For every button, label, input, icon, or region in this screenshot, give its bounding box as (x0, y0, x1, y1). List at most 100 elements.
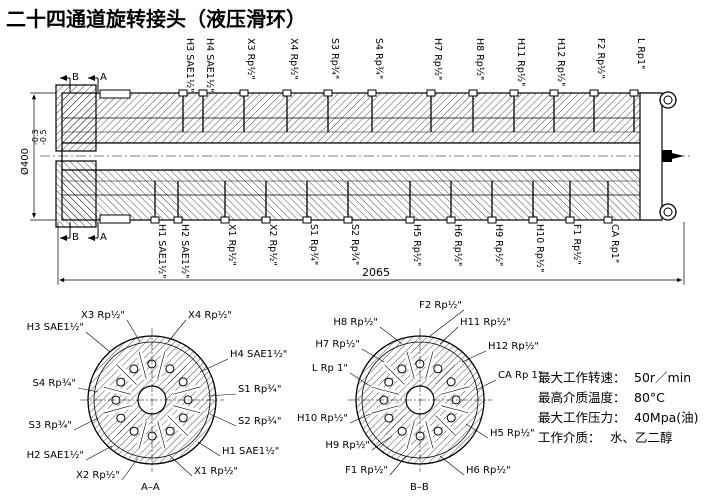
section-label: X3 Rp½" (81, 309, 125, 321)
spec-label: 工作介质： (538, 430, 601, 445)
top-port-label: S4 Rp¾" (373, 38, 384, 79)
channel-hole (384, 377, 394, 387)
port-fitting (239, 89, 249, 97)
port-fitting (405, 216, 415, 224)
leader-line (73, 417, 99, 431)
longitudinal-section (40, 84, 690, 228)
channel-line (173, 386, 201, 395)
leader-line (209, 413, 237, 427)
spec-value: 80°C (634, 390, 665, 405)
channel-hole (433, 364, 443, 374)
port-fitting (302, 216, 312, 224)
spec-value: 水、乙二醇 (610, 430, 673, 445)
spec-value: 50r／min (634, 370, 691, 385)
channel-line (167, 364, 188, 385)
leader-line (197, 441, 221, 457)
section-label: S4 Rp¾" (33, 378, 76, 389)
section-label: H6 Rp½" (466, 464, 511, 476)
section-a-label-bottom: A (100, 232, 107, 243)
section-aa-labels: X3 Rp½"X4 Rp½"H3 SAE1½"H4 SAE1½"S4 Rp¾"S… (27, 309, 288, 481)
channel-hole (446, 413, 456, 423)
leader-line (349, 413, 371, 424)
top-port-label: H4 SAE1½" (204, 38, 215, 93)
channel-line (157, 351, 166, 379)
port-fitting (323, 89, 333, 97)
section-label: F2 Rp½" (419, 299, 462, 311)
channel-line (406, 351, 415, 379)
top-port-label: S3 Rp¾" (329, 38, 340, 79)
leader-line (361, 348, 385, 363)
section-marker-a-bottom: A (88, 222, 107, 243)
section-label: H1 SAE1½" (222, 445, 279, 457)
bottom-port-label: S2 Rp¾" (349, 224, 360, 265)
length-dimension: 2065 (57, 222, 685, 285)
channel-hole (178, 377, 188, 387)
spec-value: 40Mpa(油) (634, 410, 699, 425)
leader-line (126, 319, 141, 343)
port-fitting (150, 216, 160, 224)
bottom-port-label: H6 Rp½" (452, 224, 463, 266)
port-fitting (446, 216, 456, 224)
bottom-port-label: X2 Rp½" (267, 224, 278, 266)
leader-line (439, 455, 465, 476)
section-label: CA Rp 1" (498, 370, 542, 381)
diameter-dimension: Ø400 -0.3 -0.5 (19, 92, 56, 221)
section-label: S2 Rp¾" (238, 416, 281, 427)
bottom-port-label: H9 Rp½" (493, 224, 504, 266)
port-fitting (261, 216, 271, 224)
channel-line (425, 351, 434, 379)
section-label: H7 Rp½" (315, 338, 360, 350)
section-label: H10 Rp½" (297, 412, 348, 424)
channel-hole (129, 364, 139, 374)
leader-line (465, 423, 489, 439)
port-fitting (565, 216, 575, 224)
port-fitting (509, 89, 519, 97)
section-label: H5 Rp½" (490, 427, 535, 439)
port-fitting (282, 89, 292, 97)
section-label: S3 Rp¾" (29, 420, 72, 431)
channel-hole (165, 364, 175, 374)
top-port-label: H12 Rp½" (555, 38, 566, 86)
top-port-label: H3 SAE1½" (184, 38, 195, 93)
section-label: H3 SAE1½" (27, 321, 84, 333)
port-fitting (367, 89, 377, 97)
spec-label: 最高介质温度： (538, 390, 626, 405)
channel-hole (397, 364, 407, 374)
leader-line (389, 455, 407, 476)
top-port-labels: H3 SAE1½"H4 SAE1½"X3 Rp½"X4 Rp½"S3 Rp¾"S… (184, 38, 646, 93)
leader-line (429, 309, 465, 337)
bottom-port-labels: H1 SAE1½"H2 SAE1½"X1 Rp½"X2 Rp½"S1 Rp¾"S… (156, 224, 620, 279)
port-fitting (426, 89, 436, 97)
top-port-label: H8 Rp½" (474, 38, 485, 80)
section-label: X1 Rp½" (194, 465, 238, 477)
length-label: 2065 (362, 266, 390, 279)
section-label: S1 Rp¾" (238, 384, 281, 395)
channel-hole (116, 413, 126, 423)
top-port-stems (178, 89, 639, 132)
top-port-label: X4 Rp½" (288, 38, 299, 80)
channel-hole (116, 377, 126, 387)
channel-line (441, 405, 469, 414)
section-bb-view: B–B (348, 328, 492, 493)
section-b-label: B (72, 72, 79, 83)
section-b-label-bottom: B (72, 232, 79, 243)
channel-line (167, 415, 188, 436)
leader-line (167, 319, 187, 343)
channel-line (384, 415, 405, 436)
leader-line (379, 326, 403, 345)
page-title: 二十四通道旋转接头（液压滑环） (6, 7, 306, 31)
bottom-port-stems (150, 181, 613, 224)
section-label: H11 Rp½" (460, 316, 511, 328)
bottom-port-label: H1 SAE1½" (156, 224, 167, 279)
section-aa-caption: A–A (141, 482, 160, 493)
port-fitting (629, 89, 639, 97)
leader-line (121, 457, 139, 481)
tolerance-lower: -0.5 (39, 129, 48, 145)
section-marker-a-top: A (88, 72, 107, 92)
port-fitting (173, 216, 183, 224)
spec-table: 最大工作转速： 50r／min 最高介质温度： 80°C 最大工作压力： 40M… (538, 370, 699, 445)
bottom-port-label: CA Rp1" (609, 224, 620, 263)
diameter-label: Ø400 (19, 148, 31, 175)
leader-line (439, 326, 459, 345)
channel-line (138, 421, 147, 449)
